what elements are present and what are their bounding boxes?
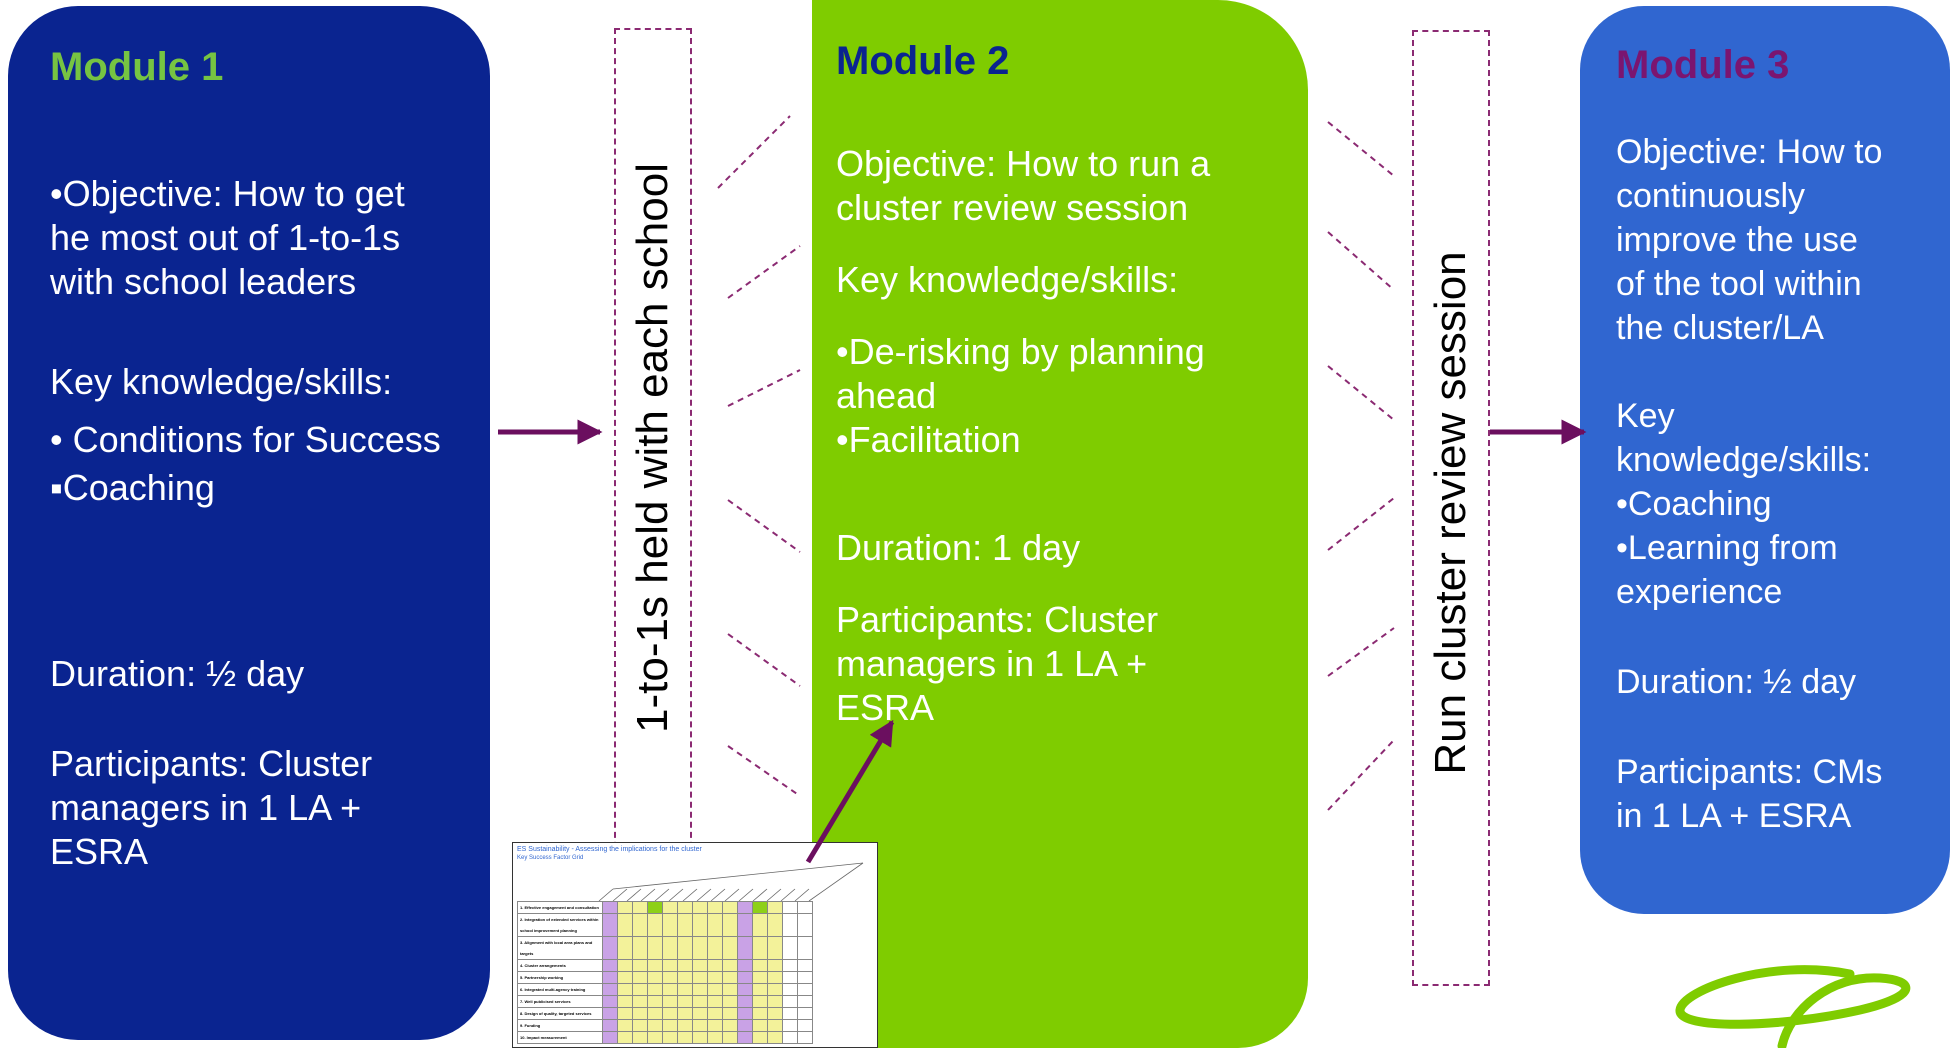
grid-row-label: 5. Partnership working bbox=[517, 971, 603, 984]
module-1-duration: Duration: ½ day bbox=[50, 653, 305, 694]
grid-row: 2. Integration of extended services with… bbox=[517, 913, 813, 937]
grid-row-label: 2. Integration of extended services with… bbox=[517, 913, 603, 937]
grid-row-label: 1. Effective engagement and consultation bbox=[517, 901, 603, 914]
grid-row: 9. Funding bbox=[517, 1019, 813, 1032]
grid-row-label: 10. Impact measurement bbox=[517, 1031, 603, 1044]
module-1-card: Module 1 •Objective: How to get he most … bbox=[8, 6, 490, 1040]
grid-thumbnail-subtitle: Key Success Factor Grid bbox=[517, 855, 584, 861]
module-2-duration: Duration: 1 day bbox=[836, 527, 1081, 568]
step-2-box bbox=[1412, 30, 1490, 986]
module-2-title: Module 2 bbox=[836, 39, 1010, 83]
logo-swoosh-icon bbox=[1675, 965, 1911, 1048]
grid-row-label: 9. Funding bbox=[517, 1019, 603, 1032]
grid-row: 8. Design of quality, targeted services bbox=[517, 1007, 813, 1020]
module-3-duration: Duration: ½ day bbox=[1616, 663, 1857, 701]
module-3-card: Module 3 Objective: How to continuously … bbox=[1580, 6, 1950, 914]
grid-row: 10. Impact measurement bbox=[517, 1031, 813, 1044]
arrow-thumbnail-to-module-2 bbox=[805, 719, 895, 864]
fan-lines-step-2 bbox=[1327, 121, 1395, 811]
grid-row: 6. Integrated multi-agency training bbox=[517, 983, 813, 996]
grid-row: 5. Partnership working bbox=[517, 971, 813, 984]
module-1-skill-conditions: • Conditions for Success bbox=[50, 419, 441, 460]
grid-row-label: 8. Design of quality, targeted services bbox=[517, 1007, 603, 1020]
success-factor-grid-thumbnail: ES Sustainability - Assessing the implic… bbox=[512, 842, 878, 1048]
grid-thumbnail-title: ES Sustainability - Assessing the implic… bbox=[517, 846, 702, 853]
grid-header-slants bbox=[598, 862, 864, 902]
grid-row: 4. Cluster arrangements bbox=[517, 959, 813, 972]
module-3-title: Module 3 bbox=[1616, 43, 1790, 87]
grid-row-label: 6. Integrated multi-agency training bbox=[517, 983, 603, 996]
module-3-participants: Participants: CMs in 1 LA + ESRA bbox=[1616, 753, 1883, 835]
fan-lines-step-1 bbox=[717, 115, 801, 797]
module-2-card: Module 2 Objective: How to run a cluster… bbox=[812, 0, 1308, 1048]
module-2-skills-heading: Key knowledge/skills: bbox=[836, 259, 1179, 300]
module-1-skills-heading: Key knowledge/skills: bbox=[50, 361, 393, 402]
module-1-title: Module 1 bbox=[50, 45, 224, 89]
module-2-objective: Objective: How to run a cluster review s… bbox=[836, 143, 1211, 228]
module-3-skills: Key knowledge/skills: •Coaching •Learnin… bbox=[1616, 397, 1872, 611]
module-1-objective: •Objective: How to get he most out of 1-… bbox=[50, 173, 405, 302]
grid-row: 1. Effective engagement and consultation bbox=[517, 901, 813, 914]
grid-row: 7. Well publicised services bbox=[517, 995, 813, 1008]
module-3-objective: Objective: How to continuously improve t… bbox=[1616, 133, 1883, 347]
module-2-skills: •De-risking by planning ahead •Facilitat… bbox=[836, 331, 1205, 460]
module-1-skill-coaching: ▪Coaching bbox=[50, 467, 215, 508]
success-factor-grid: 1. Effective engagement and consultation… bbox=[517, 901, 813, 1044]
module-1-participants: Participants: Cluster managers in 1 LA +… bbox=[50, 743, 373, 872]
